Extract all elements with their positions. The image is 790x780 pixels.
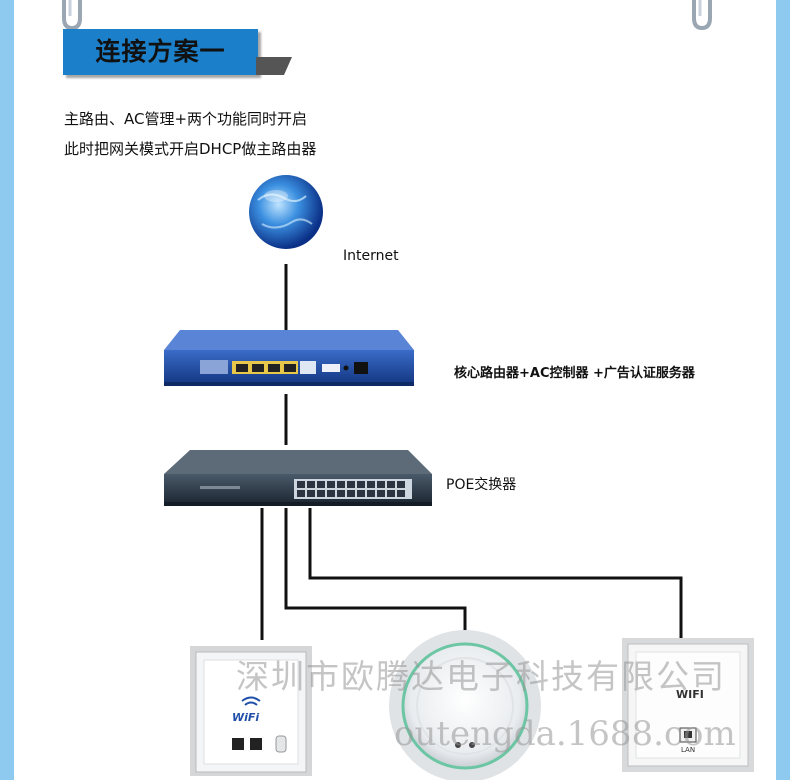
page-title: 连接方案一 (95, 37, 226, 66)
line-switch-ap-right (308, 508, 683, 640)
description-line-1: 主路由、AC管理+两个功能同时开启 (64, 110, 308, 128)
title-banner: 连接方案一 (63, 29, 258, 75)
wall-ap-left-wifi-text: WiFi (232, 711, 260, 724)
watermark-company: 深圳市欧腾达电子科技有限公司 (236, 657, 726, 696)
internet-label: Internet (343, 248, 399, 264)
left-frame-border (0, 0, 14, 780)
switch-label: POE交换器 (446, 477, 517, 493)
clip-right-icon (692, 0, 712, 30)
wall-ap-right-wifi-text: WIFI (676, 688, 704, 701)
wall-ap-right-device (622, 638, 754, 772)
line-switch-ap-ceiling (284, 508, 467, 642)
internet-globe-icon (249, 175, 323, 249)
router-label: 核心路由器+AC控制器 +广告认证服务器 (454, 366, 695, 381)
watermark-site: outengda.1688.com (394, 714, 736, 754)
clip-left-icon (62, 0, 82, 30)
wall-ap-right-lan-text: LAN (681, 746, 696, 754)
title-banner-tail (256, 57, 292, 75)
wall-ap-left-device (190, 646, 312, 776)
right-frame-border (776, 0, 790, 780)
ceiling-ap-device (389, 630, 541, 780)
description-line-2: 此时把网关模式开启DHCP做主路由器 (64, 140, 317, 158)
poe-switch-device (164, 450, 432, 506)
core-router-device (164, 330, 414, 386)
connection-lines (260, 264, 683, 642)
